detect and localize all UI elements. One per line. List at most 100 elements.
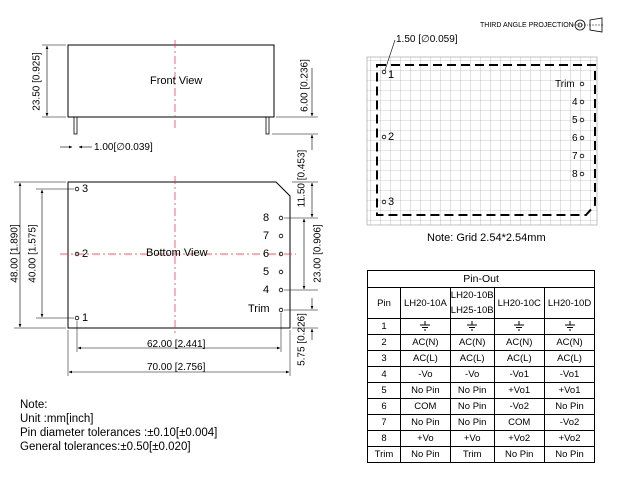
pin-number-cell: 4 <box>367 366 401 383</box>
pinout-row: 8+Vo+Vo+Vo2+Vo2 <box>367 430 596 447</box>
bottom-pin-label-5: 5 <box>263 266 270 278</box>
bottom-pin-label-2: 2 <box>82 248 89 260</box>
pin-function-cell: No Pin <box>400 446 451 463</box>
pinout-table: Pin-Out Pin LH20-10A LH20-10B LH25-10B L… <box>366 270 596 463</box>
bottom-pin-label-1: 1 <box>82 312 89 324</box>
pin-function-cell: -Vo1 <box>493 366 545 383</box>
third-angle-projection-icon <box>572 17 604 33</box>
model-header-b1: LH20-10B <box>450 290 494 301</box>
pin-diameter-dim: 1.00[∅0.039] <box>94 142 153 153</box>
grid-pin-label-1: 1 <box>388 69 395 81</box>
front-pin-height-dim: 6.00 [0.236] <box>299 59 311 112</box>
model-header-d: LH20-10D <box>543 287 596 319</box>
ground-icon <box>467 321 478 331</box>
pinout-row: 4-Vo-Vo-Vo1-Vo1 <box>367 366 596 383</box>
pinout-row: 1 <box>367 318 596 335</box>
pin-function-cell: +Vo <box>449 430 495 447</box>
note-general-tolerance: General tolerances:±0.50[±0.020] <box>20 441 191 453</box>
pin-number-cell: 7 <box>367 414 401 431</box>
pin-function-cell <box>543 318 596 335</box>
ground-icon <box>564 321 575 331</box>
grid-pin-label-6: 6 <box>572 133 578 144</box>
pin-function-cell: -Vo <box>400 366 451 383</box>
note-pin-tolerance: Pin diameter tolerances :±0.10[±0.004] <box>20 427 218 439</box>
grid-pin-label-8: 8 <box>572 169 578 180</box>
front-view-drawing <box>42 40 318 150</box>
pin-function-cell: No Pin <box>543 398 596 415</box>
front-view-title: Front View <box>150 75 203 87</box>
pin-number-cell: 1 <box>367 318 401 335</box>
bottom-pin-label-3: 3 <box>82 183 89 195</box>
bottom-view-title: Bottom View <box>146 247 208 259</box>
bottom-pin-label-8: 8 <box>263 212 270 224</box>
notes-block: Note: Unit :mm[inch] Pin diameter tolera… <box>20 398 217 454</box>
pin-function-cell: No Pin <box>449 398 495 415</box>
grid-pin-label-5: 5 <box>572 115 578 126</box>
model-header-c: LH20-10C <box>493 287 545 319</box>
model-header-b: LH20-10B LH25-10B <box>449 287 495 319</box>
pin-number-cell: 3 <box>367 350 401 367</box>
pin-function-cell: -Vo1 <box>543 366 596 383</box>
front-height-dim: 23.50 [0.925] <box>31 52 43 111</box>
right-mid-dim: 23.00 [0.906] <box>312 224 324 283</box>
width-outer-dim: 70.00 [2.756] <box>147 362 206 373</box>
bottom-view-drawing <box>14 176 318 376</box>
pin-function-cell: AC(L) <box>449 350 495 367</box>
pin-function-cell: +Vo <box>400 430 451 447</box>
right-top-dim: 11.50 [0.453] <box>296 149 308 208</box>
pin-function-cell: Trim <box>449 446 495 463</box>
pin-header: Pin <box>367 287 401 319</box>
pin-function-cell: +Vo1 <box>543 382 596 399</box>
pin-function-cell: -Vo <box>449 366 495 383</box>
pin-number-cell: 6 <box>367 398 401 415</box>
right-bottom-dim: 5.75 [0.226] <box>296 313 308 366</box>
grid-pin-label-3: 3 <box>388 196 395 208</box>
width-inner-dim: 62.00 [2.441] <box>147 339 206 350</box>
grid-pin-label-trim: Trim <box>555 79 575 90</box>
pin-function-cell: +Vo2 <box>493 430 545 447</box>
bottom-pin-label-6: 6 <box>263 248 270 260</box>
pin-function-cell: AC(L) <box>543 350 596 367</box>
pin-function-cell: COM <box>400 398 451 415</box>
bottom-height-dim: 48.00 [1.890] <box>9 224 21 283</box>
pin-function-cell: No Pin <box>449 382 495 399</box>
grid-view-drawing <box>366 39 598 226</box>
pin-function-cell: AC(L) <box>400 350 451 367</box>
model-header-a: LH20-10A <box>400 287 451 319</box>
note-unit: Unit :mm[inch] <box>20 413 94 425</box>
pin-function-cell: AC(L) <box>493 350 545 367</box>
pinout-title: Pin-Out <box>366 270 596 288</box>
hole-diameter-dim: 1.50 [∅0.059] <box>396 34 458 45</box>
pin-function-cell: AC(N) <box>449 334 495 351</box>
pin-function-cell: AC(N) <box>400 334 451 351</box>
pin-function-cell <box>449 318 495 335</box>
pin-function-cell: +Vo1 <box>493 382 545 399</box>
grid-pin-label-7: 7 <box>572 151 578 162</box>
projection-label: THIRD ANGLE PROJECTION <box>480 22 574 29</box>
bottom-pin-label-4: 4 <box>263 284 270 296</box>
grid-note: Note: Grid 2.54*2.54mm <box>427 232 546 244</box>
ground-icon <box>420 321 431 331</box>
pin-function-cell <box>400 318 451 335</box>
pin-function-cell: AC(N) <box>493 334 545 351</box>
pin-number-cell: 8 <box>367 430 401 447</box>
pin-number-cell: Trim <box>367 446 401 463</box>
bottom-pin-label-trim: Trim <box>248 303 270 315</box>
pin-function-cell: No Pin <box>543 446 596 463</box>
pin-function-cell: COM <box>493 414 545 431</box>
pin-function-cell: No Pin <box>400 382 451 399</box>
ground-icon <box>514 321 525 331</box>
grid-pin-label-2: 2 <box>388 131 395 143</box>
pin-function-cell <box>493 318 545 335</box>
notes-heading: Note: <box>20 399 48 411</box>
pin-function-cell: +Vo2 <box>543 430 596 447</box>
grid-pin-label-4: 4 <box>572 97 578 108</box>
